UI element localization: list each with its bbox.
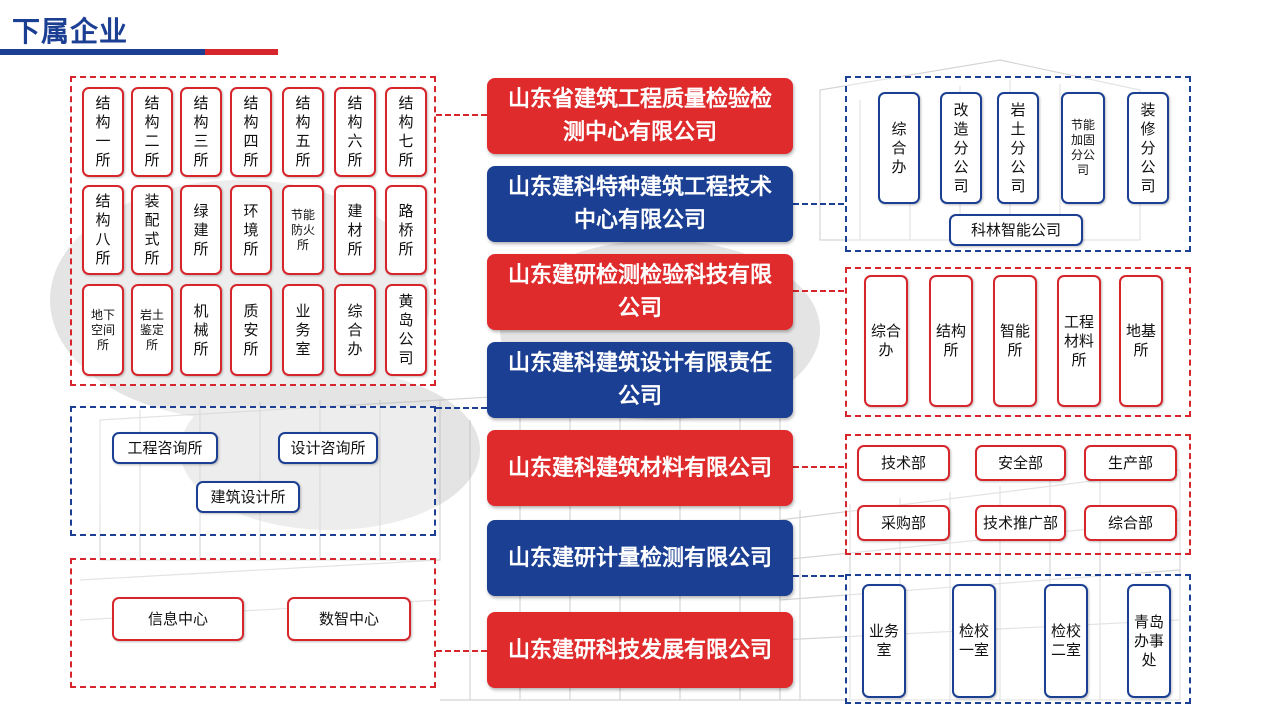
- unit-quality-safety[interactable]: 质安所: [230, 284, 272, 376]
- title-underline-blue: [0, 49, 205, 55]
- unit-general-dept[interactable]: 综合部: [1084, 505, 1177, 541]
- unit-testing-general-office[interactable]: 综合办: [864, 275, 908, 407]
- unit-structure-7[interactable]: 结构七所: [385, 87, 427, 177]
- unit-info-center[interactable]: 信息中心: [112, 597, 244, 641]
- connector-company-5: [793, 466, 844, 468]
- connector-company-3: [793, 290, 844, 292]
- connector-company-2: [793, 203, 844, 205]
- unit-production-dept[interactable]: 生产部: [1084, 445, 1177, 481]
- company-quality-testing-center[interactable]: 山东省建筑工程质量检验检测中心有限公司: [487, 78, 793, 154]
- unit-structure-8[interactable]: 结构八所: [82, 185, 124, 275]
- unit-roads-bridges[interactable]: 路桥所: [385, 185, 427, 275]
- unit-geotech-branch[interactable]: 岩土分公司: [997, 92, 1039, 204]
- unit-prefab[interactable]: 装配式所: [131, 185, 173, 275]
- unit-procurement-dept[interactable]: 采购部: [857, 505, 950, 541]
- unit-metrology-business-office[interactable]: 业务室: [862, 584, 906, 698]
- unit-special-general-office[interactable]: 综合办: [878, 92, 920, 204]
- unit-structure-1[interactable]: 结构一所: [82, 87, 124, 177]
- unit-structure-3[interactable]: 结构三所: [180, 87, 222, 177]
- unit-digital-intelligence-center[interactable]: 数智中心: [287, 597, 411, 641]
- connector-company-7: [436, 650, 487, 652]
- connector-company-1: [436, 114, 487, 116]
- unit-structure-4[interactable]: 结构四所: [230, 87, 272, 177]
- unit-architectural-design[interactable]: 建筑设计所: [196, 481, 300, 513]
- unit-testing-structure[interactable]: 结构所: [929, 275, 973, 407]
- unit-energy-fire[interactable]: 节能防火所: [282, 185, 324, 275]
- company-testing-tech[interactable]: 山东建研检测检验科技有限公司: [487, 254, 793, 330]
- unit-calibration-room-1[interactable]: 检校一室: [952, 584, 996, 698]
- connector-company-4: [436, 407, 487, 409]
- group-design-units: [70, 406, 436, 536]
- unit-structure-6[interactable]: 结构六所: [334, 87, 376, 177]
- unit-environment[interactable]: 环境所: [230, 185, 272, 275]
- unit-structure-5[interactable]: 结构五所: [282, 87, 324, 177]
- unit-technical-dept[interactable]: 技术部: [857, 445, 950, 481]
- unit-engineering-consulting[interactable]: 工程咨询所: [112, 432, 218, 464]
- unit-business-office[interactable]: 业务室: [282, 284, 324, 376]
- unit-building-materials[interactable]: 建材所: [334, 185, 376, 275]
- unit-qingdao-office[interactable]: 青岛办事处: [1127, 584, 1171, 698]
- company-special-construction-tech[interactable]: 山东建科特种建筑工程技术中心有限公司: [487, 166, 793, 242]
- unit-renovation-branch[interactable]: 改造分公司: [940, 92, 982, 204]
- unit-design-consulting[interactable]: 设计咨询所: [278, 432, 378, 464]
- company-architectural-design[interactable]: 山东建科建筑设计有限责任公司: [487, 342, 793, 418]
- unit-testing-engineering-materials[interactable]: 工程材料所: [1057, 275, 1101, 407]
- unit-geotech-appraisal[interactable]: 岩土鉴定所: [131, 284, 173, 376]
- unit-general-office[interactable]: 综合办: [334, 284, 376, 376]
- connector-company-6: [793, 575, 844, 577]
- unit-underground-space[interactable]: 地下空间所: [82, 284, 124, 376]
- unit-kelin-intelligent[interactable]: 科林智能公司: [949, 214, 1083, 246]
- company-building-materials[interactable]: 山东建科建筑材料有限公司: [487, 430, 793, 506]
- unit-mechanical[interactable]: 机械所: [180, 284, 222, 376]
- unit-testing-foundation[interactable]: 地基所: [1119, 275, 1163, 407]
- unit-green-building[interactable]: 绿建所: [180, 185, 222, 275]
- unit-testing-intelligent[interactable]: 智能所: [993, 275, 1037, 407]
- unit-structure-2[interactable]: 结构二所: [131, 87, 173, 177]
- company-metrology-testing[interactable]: 山东建研计量检测有限公司: [487, 520, 793, 596]
- unit-energy-reinforce-branch[interactable]: 节能加固分公司: [1061, 92, 1105, 204]
- page-title: 下属企业: [12, 15, 129, 48]
- unit-tech-promotion-dept[interactable]: 技术推广部: [975, 505, 1066, 541]
- unit-safety-dept[interactable]: 安全部: [975, 445, 1066, 481]
- unit-huangdao-company[interactable]: 黄岛公司: [385, 284, 427, 376]
- title-underline-red: [205, 49, 278, 55]
- company-tech-development[interactable]: 山东建研科技发展有限公司: [487, 612, 793, 688]
- unit-decoration-branch[interactable]: 装修分公司: [1127, 92, 1169, 204]
- unit-calibration-room-2[interactable]: 检校二室: [1044, 584, 1088, 698]
